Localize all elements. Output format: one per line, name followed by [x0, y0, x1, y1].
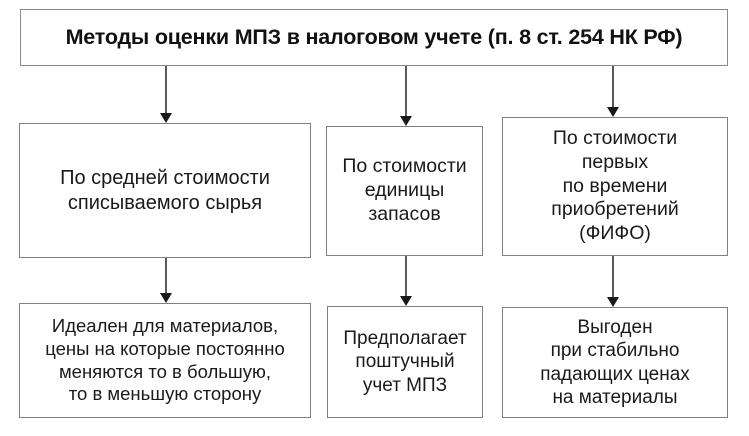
method-box-fifo: По стоимости первых по времени приобрете…	[502, 117, 728, 256]
method-text-fifo: По стоимости первых по времени приобрете…	[551, 127, 679, 245]
detail-box-average-cost: Идеален для материалов, цены на которые …	[19, 303, 311, 418]
detail-box-unit-cost: Предполагает поштучный учет МПЗ	[327, 306, 483, 418]
method-text-average-cost: По средней стоимости списываемого сырья	[60, 167, 270, 214]
title-text: Методы оценки МПЗ в налоговом учете (п. …	[65, 25, 683, 50]
method-box-average-cost: По средней стоимости списываемого сырья	[19, 123, 311, 258]
detail-text-average-cost: Идеален для материалов, цены на которые …	[45, 315, 285, 405]
detail-box-fifo: Выгоден при стабильно падающих ценах на …	[502, 307, 728, 418]
detail-text-unit-cost: Предполагает поштучный учет МПЗ	[343, 328, 467, 396]
title-box: Методы оценки МПЗ в налоговом учете (п. …	[20, 9, 728, 66]
detail-text-fifo: Выгоден при стабильно падающих ценах на …	[540, 317, 690, 408]
method-box-unit-cost: По стоимости единицы запасов	[326, 126, 483, 256]
method-text-unit-cost: По стоимости единицы запасов	[342, 155, 467, 225]
